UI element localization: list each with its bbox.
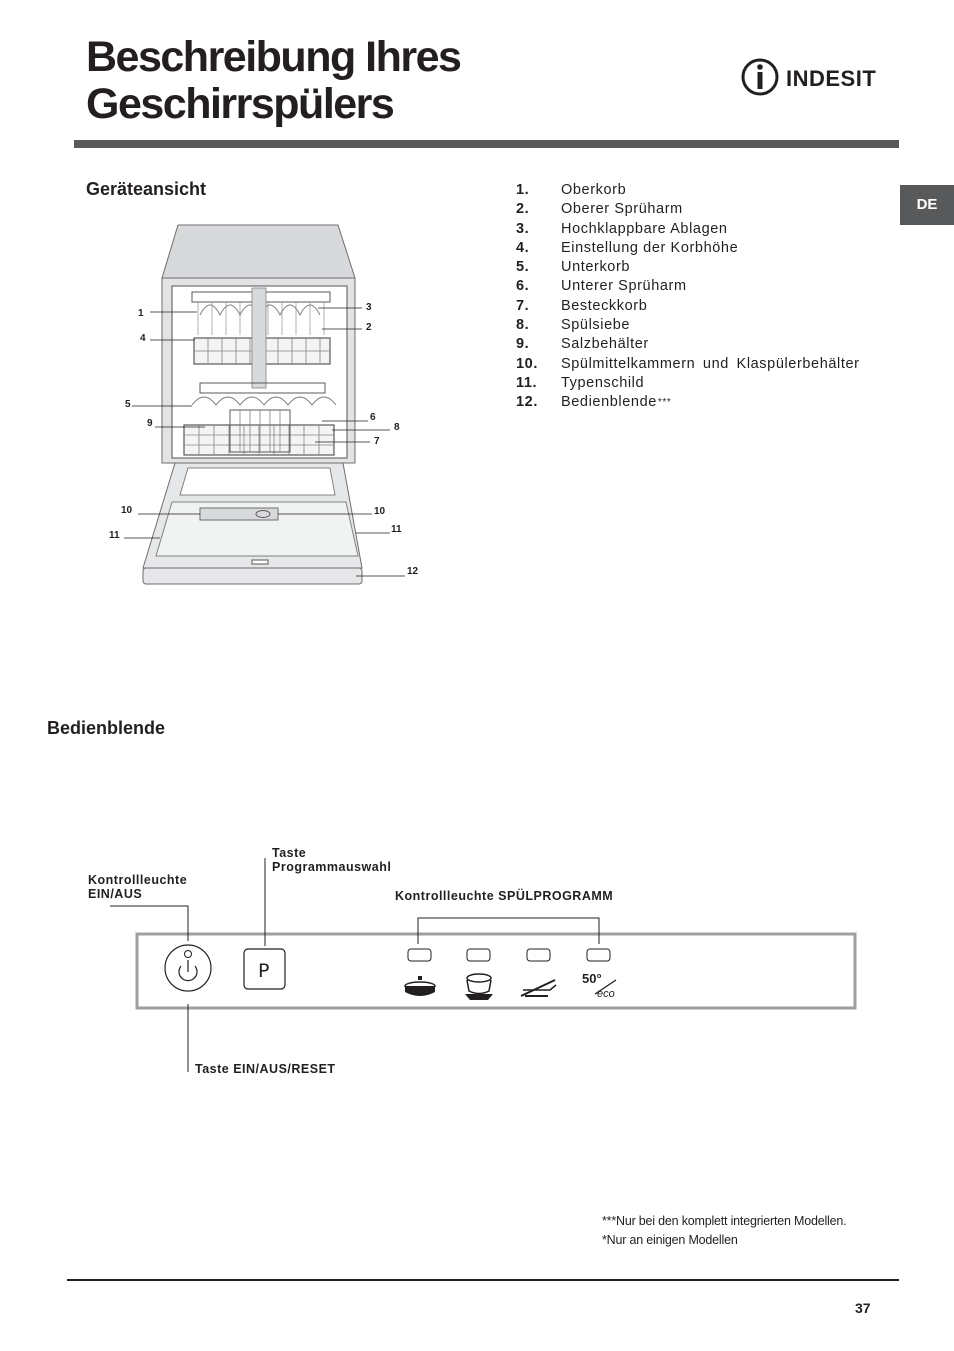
callout-2: 2 (366, 322, 372, 333)
list-item: 7. Besteckkorb (516, 297, 860, 316)
program-light-3 (526, 948, 551, 962)
brand-wordmark: INDESIT (786, 66, 876, 91)
list-item: 8. Spülsiebe (516, 316, 860, 335)
page-title-line2: Geschirrspülers (86, 80, 395, 128)
header-rule (74, 140, 899, 148)
page-title-line1: Beschreibung Ihres (86, 33, 462, 81)
program-button[interactable]: P (243, 948, 286, 990)
list-item: 4. Einstellung der Korbhöhe (516, 239, 860, 258)
callout-10-right: 10 (374, 506, 386, 517)
part-label: Spülsiebe (561, 317, 631, 334)
section-heading-view: Geräteansicht (86, 179, 207, 199)
program-button-label: P (258, 960, 269, 982)
label-program-lights: Kontrollleuchte SPÜLPROGRAMM (395, 889, 614, 903)
eco-temperature: 50° (582, 971, 602, 986)
callout-9: 9 (147, 418, 153, 429)
parts-list: 1. Oberkorb 2. Oberer Sprüharm 3. Hochklapp… (516, 181, 860, 413)
part-number: 3. (516, 220, 530, 237)
footnote-some-models: *Nur an einigen Modellen (602, 1233, 738, 1247)
footnote-integrated: ***Nur bei den komplett integrierten Mod… (602, 1214, 847, 1228)
list-item: 10. Spülmittelkammern und Klaspülerbehält… (516, 355, 860, 374)
part-label: Unterkorb (561, 259, 631, 276)
list-item: 9. Salzbehälter (516, 335, 860, 354)
glass-plate-icon (520, 979, 557, 997)
label-power-button: Taste EIN/AUS/RESET (195, 1062, 336, 1076)
part-number: 1. (516, 182, 530, 198)
part-label: Bedienblende (561, 394, 657, 411)
control-panel-illustration: P 50° eco (110, 858, 857, 1072)
intensive-pot-icon (404, 976, 436, 996)
indesit-logo: INDESIT (741, 58, 876, 96)
part-number: 12. (516, 394, 538, 411)
part-label: Hochklappbare Ablagen (561, 220, 728, 237)
program-light-4 (586, 948, 611, 962)
normal-pot-icon (465, 973, 493, 1000)
footnotes: ***Nur bei den komplett integrierten Mod… (602, 1212, 847, 1250)
page-title: Beschreibung Ihres Geschirrspülers (86, 33, 462, 128)
section-heading-panel: Bedienblende (47, 718, 166, 738)
eco-program-icon: 50° eco (582, 971, 617, 1000)
part-number: 2. (516, 201, 530, 218)
language-tab: DE (900, 185, 954, 225)
part-number: 5. (516, 259, 530, 276)
part-label: Oberer Sprüharm (561, 201, 683, 218)
part-label: Besteckkorb (561, 297, 648, 314)
callout-12: 12 (407, 566, 419, 577)
part-footnote-mark: *** (657, 397, 672, 409)
part-label: Typenschild (561, 374, 645, 391)
list-item: 5. Unterkorb (516, 258, 860, 277)
label-power-light: Kontrollleuchte EIN/AUS (88, 873, 188, 901)
program-light-1 (407, 948, 432, 962)
part-label: Spülmittelkammern und Klaspülerbehälter (561, 355, 860, 372)
part-number: 4. (516, 239, 530, 256)
part-number: 8. (516, 317, 530, 334)
list-item: 12. Bedienblende*** (516, 393, 860, 412)
eco-word: eco (597, 988, 615, 1000)
power-button[interactable] (164, 944, 212, 992)
list-item: 11. Typenschild (516, 374, 860, 393)
callout-8: 8 (394, 422, 400, 433)
program-light-2 (466, 948, 491, 962)
page-number: 37 (855, 1300, 871, 1316)
dishwasher-illustration: 1 4 5 9 3 2 6 8 7 10 10 11 11 12 (109, 224, 419, 585)
callout-1: 1 (138, 308, 144, 319)
part-number: 7. (516, 297, 530, 314)
footer-rule (67, 1279, 899, 1281)
part-label: Salzbehälter (561, 336, 649, 353)
callout-10-left: 10 (121, 505, 133, 516)
part-number: 10. (516, 355, 538, 372)
part-label: Oberkorb (561, 182, 627, 198)
callout-4: 4 (140, 333, 146, 344)
callout-5: 5 (125, 399, 131, 410)
callout-11-left: 11 (109, 530, 120, 541)
part-number: 9. (516, 336, 530, 353)
callout-11-right: 11 (391, 524, 402, 535)
list-item: 2. Oberer Sprüharm (516, 200, 860, 219)
callout-3: 3 (366, 302, 372, 313)
list-item: 3. Hochklappbare Ablagen (516, 220, 860, 239)
list-item: 1. Oberkorb (516, 181, 860, 200)
callout-6: 6 (370, 412, 376, 423)
callout-7: 7 (374, 436, 380, 447)
list-item: 6. Unterer Sprüharm (516, 277, 860, 296)
part-number: 6. (516, 278, 530, 295)
part-label: Einstellung der Korbhöhe (561, 239, 739, 256)
part-number: 11. (516, 374, 538, 391)
part-label: Unterer Sprüharm (561, 278, 687, 295)
label-program-button: Taste Programmauswahl (272, 846, 392, 874)
